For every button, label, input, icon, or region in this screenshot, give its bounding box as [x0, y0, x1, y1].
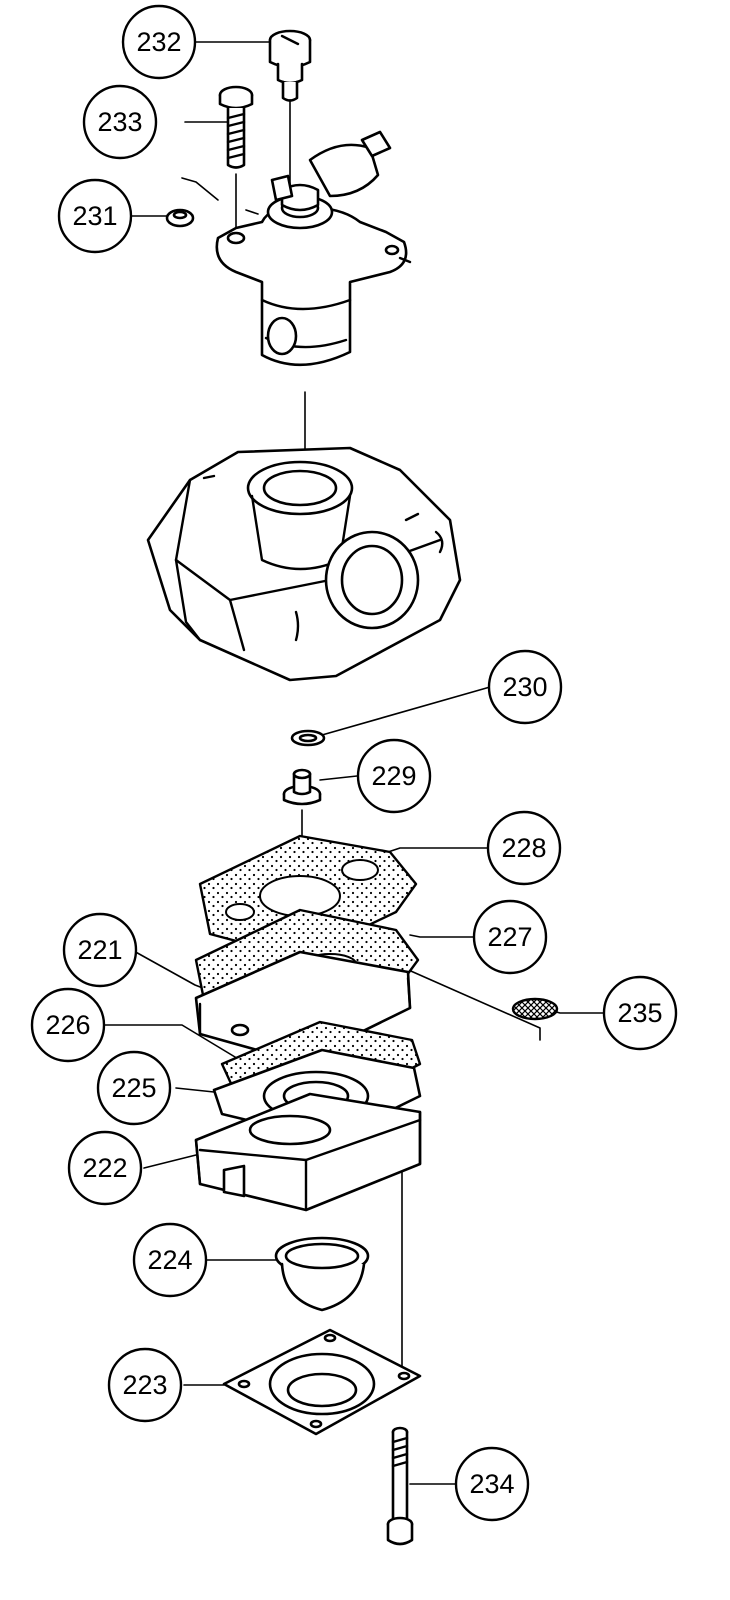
callout-circle-224: [132, 1222, 208, 1298]
callout-226: 226: [30, 987, 106, 1063]
callout-group: 232 233 231 230 229 228 227 221 235 226 225 222 224 2…: [30, 4, 678, 1522]
callout-label-222: 222: [82, 1153, 127, 1183]
callout-227: 227: [472, 899, 548, 975]
callout-232: 232: [121, 4, 197, 80]
leader-line-222: [143, 1154, 197, 1169]
callout-circle-221: [62, 912, 138, 988]
part-231-clip: [165, 208, 195, 228]
callout-label-231: 231: [72, 201, 117, 231]
callout-circle-225: [96, 1050, 172, 1126]
part-224-pump-cup: [274, 1236, 370, 1312]
leader-line-226: [104, 1024, 241, 1061]
leader-line-227: [409, 934, 475, 938]
axis-line-clip: [181, 177, 219, 201]
callout-224: 224: [132, 1222, 208, 1298]
part-232-needle-screw: [268, 29, 312, 102]
callout-label-225: 225: [111, 1073, 156, 1103]
callout-225: 225: [96, 1050, 172, 1126]
part-223-cover-plate: [222, 1328, 422, 1436]
callout-circle-223: [107, 1347, 183, 1423]
callout-circle-227: [472, 899, 548, 975]
part-233-screw: [218, 85, 254, 169]
callout-label-233: 233: [97, 107, 142, 137]
part-throttle-body: [215, 130, 412, 367]
leader-line-228: [387, 847, 491, 853]
callout-label-221: 221: [77, 935, 122, 965]
leader-line-230: [321, 686, 491, 736]
callout-label-234: 234: [469, 1469, 514, 1499]
part-235-filter-screen: [511, 997, 559, 1021]
part-230-o-ring: [290, 729, 326, 747]
part-229-nozzle: [282, 768, 322, 806]
callout-229: 229: [356, 738, 432, 814]
callout-221: 221: [62, 912, 138, 988]
part-carburetor-body: [146, 446, 462, 682]
part-222-cover-body: [194, 1092, 422, 1212]
callout-235: 235: [602, 975, 678, 1051]
callout-234: 234: [454, 1446, 530, 1522]
callout-circle-231: [57, 178, 133, 254]
callout-label-235: 235: [617, 998, 662, 1028]
callout-circle-230: [487, 649, 563, 725]
callout-230: 230: [487, 649, 563, 725]
callout-circle-222: [67, 1130, 143, 1206]
callout-circle-232: [121, 4, 197, 80]
callout-label-230: 230: [502, 672, 547, 702]
callout-label-226: 226: [45, 1010, 90, 1040]
callout-label-228: 228: [501, 833, 546, 863]
callout-233: 233: [82, 84, 158, 160]
leader-lines: [104, 41, 604, 1485]
callout-circle-233: [82, 84, 158, 160]
callout-circle-228: [486, 810, 562, 886]
callout-label-227: 227: [487, 922, 532, 952]
callout-circle-226: [30, 987, 106, 1063]
leader-line-221: [131, 949, 209, 991]
axis-line-clip-2: [245, 209, 259, 215]
part-221-pump-body: [194, 950, 412, 1064]
callout-label-224: 224: [147, 1245, 192, 1275]
callout-228: 228: [486, 810, 562, 886]
callout-label-223: 223: [122, 1370, 167, 1400]
callout-231: 231: [57, 178, 133, 254]
callout-223: 223: [107, 1347, 183, 1423]
leader-line-229: [319, 775, 358, 781]
axis-line-filter: [403, 967, 541, 1041]
callout-label-229: 229: [371, 761, 416, 791]
callout-label-232: 232: [136, 27, 181, 57]
part-234-bolt: [386, 1426, 414, 1546]
callout-222: 222: [67, 1130, 143, 1206]
leader-line-225: [175, 1087, 215, 1093]
callout-circle-229: [356, 738, 432, 814]
callout-circle-234: [454, 1446, 530, 1522]
callout-circle-235: [602, 975, 678, 1051]
